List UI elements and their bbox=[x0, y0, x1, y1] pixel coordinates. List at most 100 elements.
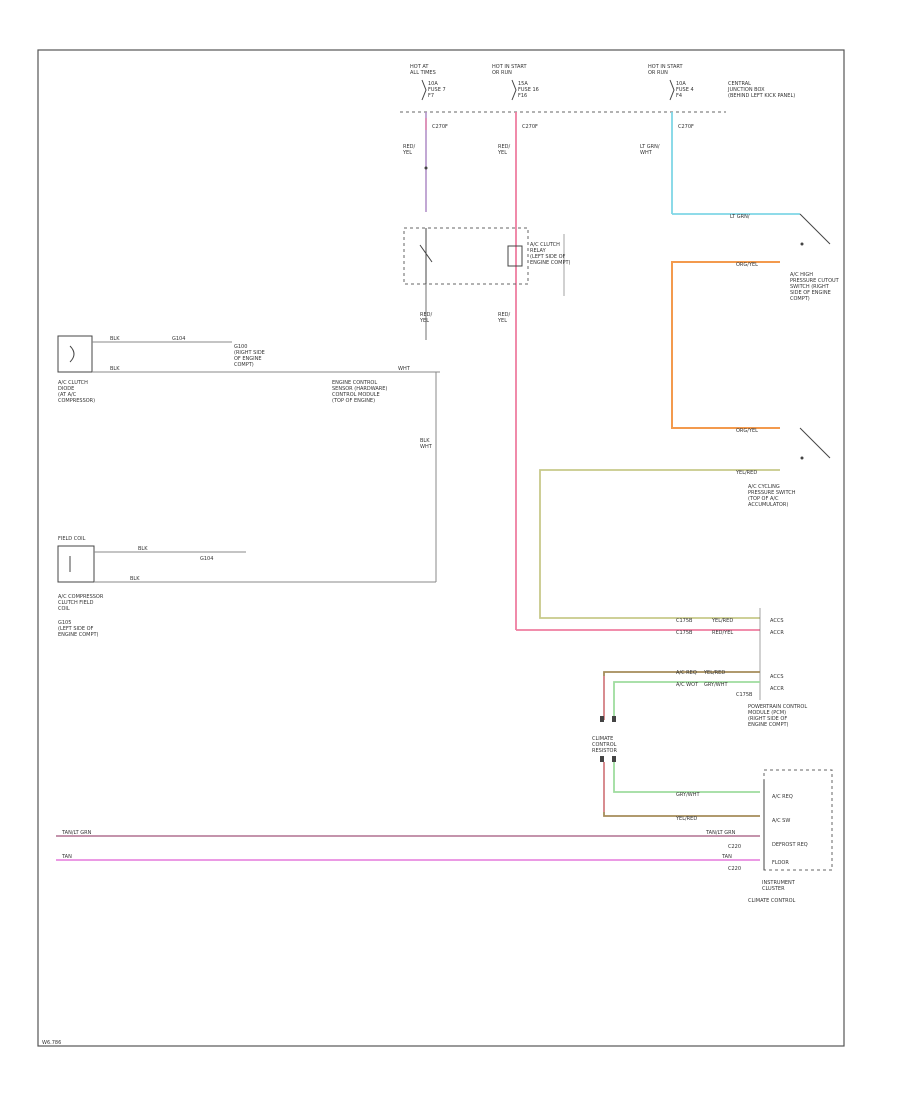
fuse-left-code: F7 bbox=[428, 93, 434, 99]
wire-left-top-label: C270F bbox=[432, 124, 448, 130]
cjb-line-3: (BEHIND LEFT KICK PANEL) bbox=[728, 93, 795, 99]
clutch-field-label-2: CLUTCH FIELD bbox=[58, 600, 94, 606]
wire-right-color-2: WHT bbox=[640, 150, 653, 156]
cluster-connector-1: C220 bbox=[728, 844, 741, 850]
pcm-accr: ACCR bbox=[770, 630, 784, 636]
footer-code: W6.786 bbox=[42, 1040, 61, 1046]
ac-clutch-relay: A/C CLUTCH RELAY (LEFT SIDE OF ENGINE CO… bbox=[403, 227, 571, 285]
diode-ground-line-2: (RIGHT SIDE bbox=[234, 350, 265, 356]
fuse-mid-number: FUSE 16 bbox=[518, 87, 539, 93]
fuse-right-subtitle: OR RUN bbox=[648, 70, 668, 76]
clutch-top-wire-label: BLK bbox=[138, 546, 148, 552]
cluster-pin-2: A/C SW bbox=[772, 818, 790, 824]
fuse-left-number: FUSE 7 bbox=[428, 87, 446, 93]
wire-yellow-label: YEL/RED bbox=[735, 470, 757, 476]
cluster-pin-3: DEFROST REQ bbox=[772, 842, 808, 848]
cycling-switch-contact bbox=[799, 427, 831, 459]
cjb-line-2: JUNCTION BOX bbox=[727, 87, 765, 93]
wire-mid-color-2: YEL bbox=[497, 150, 507, 156]
relay-contact bbox=[419, 244, 433, 263]
ac-clutch-diode: A/C CLUTCH DIODE (AT A/C COMPRESSOR) bbox=[57, 335, 95, 404]
diode-ground-line-3: OF ENGINE bbox=[234, 356, 262, 362]
fuse-mid: HOT IN START OR RUN 15A FUSE 16 F16 bbox=[492, 64, 539, 101]
clutch-field-label-3: COIL bbox=[58, 606, 70, 612]
cycling-switch-label-2: PRESSURE SWITCH bbox=[748, 490, 796, 496]
resistor-label-1: CLIMATE bbox=[592, 736, 613, 742]
pcm-pin-c-label: A/C REQ bbox=[676, 670, 697, 676]
pcm-title-4: ENGINE COMPT) bbox=[748, 722, 789, 728]
clutch-bottom-wire-label: BLK bbox=[130, 576, 140, 582]
resistor-pin-2 bbox=[612, 716, 616, 722]
cluster-title-1: INSTRUMENT bbox=[762, 880, 796, 886]
cycling-switch-label-3: (TOP OF A/C bbox=[748, 496, 779, 502]
resistor-label-3: RESISTOR bbox=[592, 748, 617, 754]
climate-control-resistor: CLIMATE CONTROL RESISTOR bbox=[592, 716, 617, 762]
clutch-ground-wire-label: G104 bbox=[200, 556, 213, 562]
ecm-line-3: CONTROL MODULE bbox=[332, 392, 380, 398]
wire-orange-top-label: ORG/YEL bbox=[736, 262, 758, 268]
diode-bottom-wire-label: BLK bbox=[110, 366, 120, 372]
diode-symbol bbox=[69, 345, 75, 363]
wire-bottom-pink-label-right: TAN bbox=[721, 854, 732, 860]
wire-orange-bottom-label: ORG/YEL bbox=[736, 428, 758, 434]
wire-right-top-label: C270F bbox=[678, 124, 694, 130]
resistor-pin-4 bbox=[612, 756, 616, 762]
fuse-left-title: HOT AT bbox=[410, 64, 429, 70]
instrument-cluster: A/C REQ A/C SW DEFROST REQ FLOOR INSTRUM… bbox=[748, 769, 833, 904]
relay-label-3: (LEFT SIDE OF bbox=[530, 254, 566, 260]
pcm-wire-b-label: RED/YEL bbox=[712, 630, 733, 636]
wire-under-relay-left-2: YEL bbox=[419, 318, 429, 324]
fuse-right-number: FUSE 4 bbox=[676, 87, 694, 93]
relay-label-4: ENGINE COMPT) bbox=[530, 260, 571, 266]
cluster-connector-2: C220 bbox=[728, 866, 741, 872]
hp-switch-label-2: PRESSURE CUTOUT bbox=[790, 278, 840, 284]
wire-yellow bbox=[539, 469, 780, 619]
pcm-wire-d-label: GRY/WHT bbox=[704, 682, 728, 688]
wire-left-down-label-1: BLK bbox=[420, 438, 430, 444]
fuse-left-subtitle: ALL TIMES bbox=[410, 70, 436, 76]
cluster-pin-1: A/C REQ bbox=[772, 794, 793, 800]
fuse-mid-rating: 15A bbox=[518, 81, 528, 87]
wire-bottom-tan-label-right: TAN/LT GRN bbox=[705, 830, 736, 836]
wire-orange-loop bbox=[671, 261, 780, 429]
ecm-line-1: ENGINE CONTROL bbox=[332, 380, 377, 386]
wire-mid-color-1: RED/ bbox=[498, 144, 510, 150]
wire-green-lower bbox=[613, 762, 760, 793]
fuse-mid-code: F16 bbox=[518, 93, 527, 99]
diode-ground-text: G100 (RIGHT SIDE OF ENGINE COMPT) bbox=[234, 344, 265, 368]
diode-top-wire-label: BLK bbox=[110, 336, 120, 342]
clutch-field-label-1: A/C COMPRESSOR bbox=[58, 594, 104, 600]
fuse-right-symbol bbox=[669, 79, 675, 101]
wire-left-color-2: YEL bbox=[402, 150, 412, 156]
diode-label-2: DIODE bbox=[58, 386, 74, 392]
pcm-pin-b-label: C175B bbox=[676, 630, 693, 636]
diode-bottom-wire-label-2: WHT bbox=[398, 366, 411, 372]
resistor-label-2: CONTROL bbox=[592, 742, 617, 748]
fuse-right-code: F4 bbox=[676, 93, 682, 99]
fuse-left-rating: 10A bbox=[428, 81, 438, 87]
cluster-wire-a-label: GRY/WHT bbox=[676, 792, 700, 798]
pcm-connector-label: C175B bbox=[736, 692, 753, 698]
ac-cycling-pressure-switch: A/C CYCLING PRESSURE SWITCH (TOP OF A/C … bbox=[748, 427, 831, 508]
wire-mid-top-label: C270F bbox=[522, 124, 538, 130]
fuse-mid-title: HOT IN START bbox=[492, 64, 528, 70]
relay-label-1: A/C CLUTCH bbox=[530, 242, 560, 248]
hp-switch-label-4: SIDE OF ENGINE bbox=[790, 290, 831, 296]
cycling-switch-pivot bbox=[800, 456, 804, 460]
pcm-title-2: MODULE (PCM) bbox=[748, 710, 786, 716]
fuse-right-rating: 10A bbox=[676, 81, 686, 87]
cycling-switch-label-1: A/C CYCLING bbox=[748, 484, 780, 490]
fuse-left-symbol bbox=[421, 79, 427, 101]
wire-under-relay-mid-1: RED/ bbox=[498, 312, 510, 318]
clutch-ground-line-3: ENGINE COMPT) bbox=[58, 632, 99, 638]
wire-brown-lower bbox=[603, 762, 760, 817]
pcm-title-3: (RIGHT SIDE OF bbox=[748, 716, 787, 722]
wire-bottom-pink-label-left: TAN bbox=[61, 854, 72, 860]
fuse-right-title: HOT IN START bbox=[648, 64, 684, 70]
ac-compressor-clutch-field-coil: FIELD COIL A/C COMPRESSOR CLUTCH FIELD C… bbox=[57, 536, 104, 638]
pcm-wire-c-label: YEL/RED bbox=[703, 670, 725, 676]
diode-label-4: COMPRESSOR) bbox=[58, 398, 95, 404]
resistor-pin-3 bbox=[600, 756, 604, 762]
relay-coil bbox=[507, 245, 523, 267]
